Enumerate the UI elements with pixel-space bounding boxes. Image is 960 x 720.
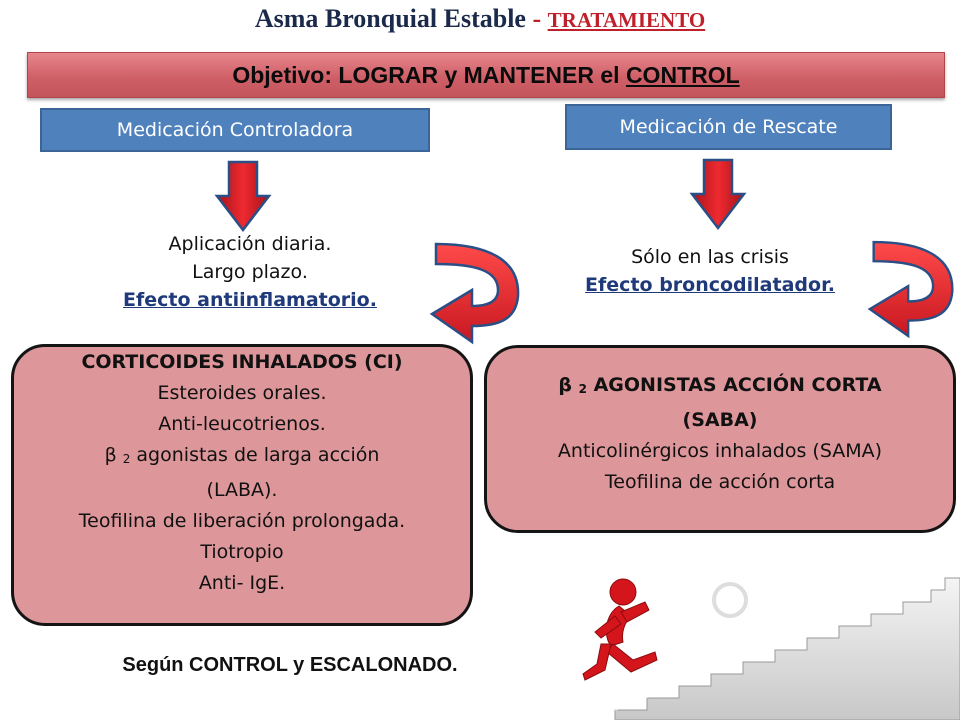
box-title: CORTICOIDES INHALADOS (CI) (81, 351, 403, 373)
list-item: Tiotropio (200, 541, 284, 563)
desc-line: Largo plazo. (192, 261, 308, 283)
list-item: Anti- IgE. (198, 572, 286, 594)
rescue-drugs-box: β 2 AGONISTAS ACCIÓN CORTA (SABA) Antico… (484, 345, 956, 533)
arrow-down-icon (689, 158, 747, 231)
desc-line: Sólo en las crisis (631, 246, 789, 268)
page-title: Asma Bronquial Estable - TRATAMIENTO (0, 4, 960, 34)
rescue-description: Sólo en las crisis Efecto broncodilatado… (545, 243, 875, 299)
objective-banner: Objetivo: LOGRAR y MANTENER el CONTROL (27, 52, 945, 98)
effect-bronchodilator: Efecto broncodilatador. (585, 274, 835, 296)
box-title: β 2 AGONISTAS ACCIÓN CORTA (487, 370, 953, 405)
beta-text: AGONISTAS ACCIÓN CORTA (586, 374, 882, 396)
objective-prefix: Objetivo: LOGRAR y MANTENER el (232, 61, 620, 88)
list-item: Esteroides orales. (157, 382, 327, 404)
controller-description: Aplicación diaria. Largo plazo. Efecto a… (60, 230, 440, 314)
curved-arrow-icon (867, 240, 954, 339)
beta-subscript: 2 (578, 382, 587, 396)
title-sub: TRATAMIENTO (547, 8, 706, 32)
list-item: β 2 agonistas de larga acción (14, 440, 470, 475)
arrow-down-icon (214, 160, 272, 233)
list-item: Anticolinérgicos inhalados (SAMA) (557, 440, 883, 462)
title-main: Asma Bronquial Estable (254, 4, 526, 33)
stair-climber-icon (582, 569, 960, 720)
beta-subscript: 2 (122, 452, 131, 466)
header-right-label: Medicación de Rescate (619, 116, 838, 138)
controller-drugs-box: CORTICOIDES INHALADOS (CI) Esteroides or… (11, 344, 473, 626)
desc-line: Aplicación diaria. (168, 233, 332, 255)
footer-note: Según CONTROL y ESCALONADO. (122, 654, 458, 676)
header-controller-medication: Medicación Controladora (40, 108, 430, 152)
box-abbr: (SABA) (682, 409, 758, 431)
list-item: Teofilina de liberación prolongada. (78, 510, 406, 532)
curved-arrow-icon (429, 242, 520, 345)
header-rescue-medication: Medicación de Rescate (565, 104, 892, 150)
objective-control: CONTROL (625, 61, 740, 88)
title-dash: - (525, 4, 548, 33)
beta-text: agonistas de larga acción (130, 444, 380, 466)
beta-symbol: β (558, 374, 579, 396)
list-item: Teofilina de acción corta (604, 471, 836, 493)
header-left-label: Medicación Controladora (116, 119, 354, 141)
list-item: (LABA). (206, 479, 278, 501)
beta-symbol: β (104, 444, 123, 466)
effect-antiinflammatory: Efecto antiinflamatorio. (123, 289, 377, 311)
list-item: Anti-leucotrienos. (158, 413, 326, 435)
